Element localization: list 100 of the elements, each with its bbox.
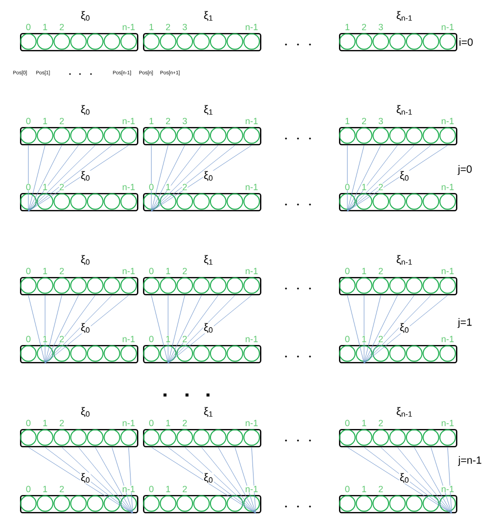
subscript-label: ξ$_{0}$	[400, 171, 409, 181]
loop-label: j=0	[458, 165, 472, 175]
subscript-label: ξ$_{1}$	[204, 407, 212, 417]
subscript-label: ξ$_{0}$	[81, 473, 90, 483]
index-label: 3	[378, 24, 383, 30]
loop-label: j=1	[458, 318, 472, 328]
connector-line	[347, 145, 364, 212]
connector-line	[168, 295, 218, 364]
index-label: 0	[26, 336, 30, 342]
index-label: n-1	[442, 24, 454, 30]
connector-line	[218, 447, 256, 514]
index-label: 1	[362, 184, 366, 190]
index-label: n-1	[246, 486, 258, 492]
circle-array	[143, 193, 262, 212]
connector-line	[151, 295, 168, 364]
subscript-label: ξ$_{0}$	[204, 171, 213, 181]
index-label: 1	[166, 486, 170, 492]
circle-array	[20, 495, 138, 514]
circle-array	[143, 429, 262, 448]
connector-line	[44, 295, 129, 364]
index-label: 2	[378, 184, 383, 190]
connector-line	[397, 447, 452, 514]
index-label: 3	[182, 24, 187, 30]
index-label: 2	[182, 420, 187, 426]
subscript-label: ξ$_{n-1}$	[396, 11, 412, 21]
circle-array	[339, 345, 458, 364]
subscript-label: ξ$_{0}$	[204, 473, 213, 483]
connector-line	[44, 295, 96, 364]
index-label: n-1	[246, 118, 258, 124]
subscript-label: ξ$_{0}$	[81, 105, 90, 115]
subscript-label: ξ$_{0}$	[81, 407, 90, 417]
index-label: n-1	[442, 118, 454, 124]
connector-line	[168, 295, 252, 364]
connector-line	[28, 145, 129, 212]
subscript-label: ξ$_{1}$	[204, 105, 212, 115]
index-label: n-1	[246, 336, 258, 342]
connector-line	[168, 295, 186, 364]
index-label: 1	[346, 24, 350, 30]
index-label: 0	[345, 336, 350, 342]
connector-line	[168, 295, 202, 364]
index-label: 2	[60, 118, 64, 124]
circle-array	[143, 345, 262, 364]
subscript-label: ξ$_{0}$	[400, 323, 409, 333]
circle-array	[339, 429, 458, 448]
connector-line	[128, 447, 133, 514]
index-label: 2	[378, 486, 383, 492]
connector-line	[184, 447, 256, 514]
circle-array	[339, 495, 458, 514]
loop-label: j=n-1	[458, 456, 482, 466]
index-label: 1	[166, 184, 170, 190]
subscript-label: ξ$_{0}$	[400, 473, 409, 483]
index-label: 1	[166, 268, 170, 274]
index-label: n-1	[246, 184, 258, 190]
circle-array	[20, 429, 138, 448]
index-label: 1	[43, 268, 48, 274]
circle-array	[20, 33, 138, 52]
connector-line	[364, 295, 432, 364]
index-label: 1	[150, 24, 154, 30]
connector-line	[28, 145, 62, 212]
connector-line	[151, 145, 218, 212]
connector-line	[414, 447, 452, 514]
circle-array	[143, 277, 262, 296]
index-label: 0	[26, 268, 30, 274]
index-label: 1	[362, 336, 366, 342]
index-label: n-1	[122, 24, 135, 30]
connector-line	[364, 295, 414, 364]
subscript-label: ξ$_{n-1}$	[396, 255, 412, 265]
connector-line	[347, 447, 452, 514]
index-label: 1	[43, 420, 48, 426]
index-label: 2	[182, 486, 187, 492]
circle-array	[339, 33, 458, 52]
connector-line	[28, 145, 29, 212]
connector-line	[234, 447, 256, 514]
index-label: n-1	[122, 486, 135, 492]
index-label: 0	[26, 24, 30, 30]
index-label: 2	[182, 336, 187, 342]
connector-line	[364, 447, 452, 514]
index-label: 1	[150, 118, 154, 124]
index-label: n-1	[122, 184, 135, 190]
connector-line	[347, 145, 348, 212]
subscript-label: ξ$_{1}$	[204, 255, 212, 265]
connector-line	[28, 295, 46, 364]
index-label: 1	[166, 420, 170, 426]
circle-array	[339, 277, 458, 296]
index-label: 2	[362, 24, 366, 30]
index-label: 2	[378, 420, 383, 426]
connector-line	[151, 145, 186, 212]
subscript-label: ξ$_{n-1}$	[396, 105, 412, 115]
index-label: 1	[346, 118, 350, 124]
index-label: 2	[378, 268, 383, 274]
index-label: 2	[60, 24, 64, 30]
index-label: 0	[345, 420, 350, 426]
index-label: n-1	[246, 420, 258, 426]
connector-line	[28, 145, 46, 212]
subscript-label: ξ$_{0}$	[81, 171, 90, 181]
index-label: 0	[345, 184, 350, 190]
connector-line	[94, 447, 133, 514]
connector-line	[347, 145, 398, 212]
index-label: 2	[60, 420, 64, 426]
connector-line	[44, 295, 112, 364]
